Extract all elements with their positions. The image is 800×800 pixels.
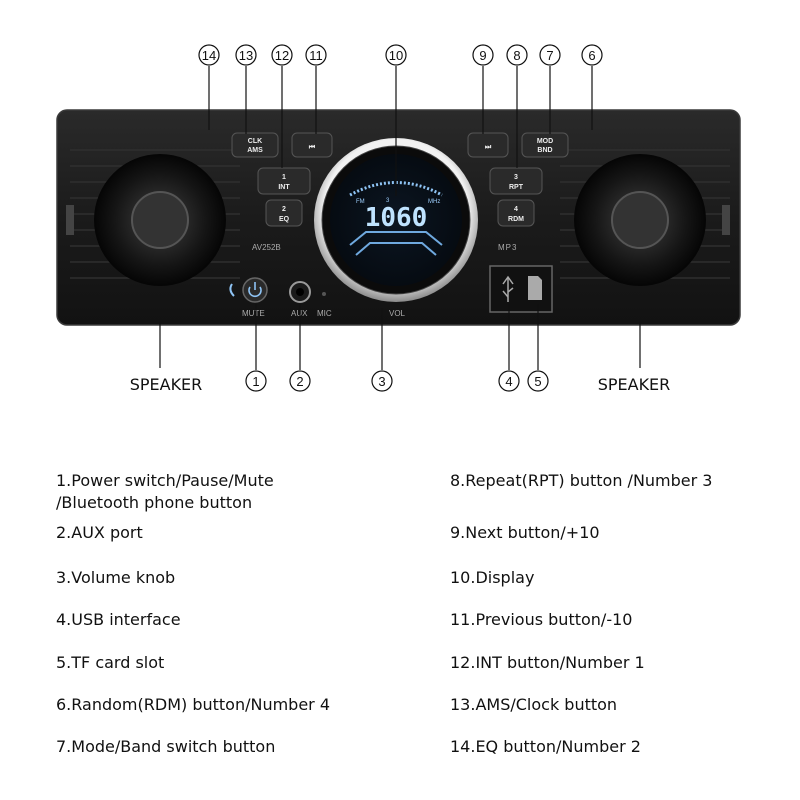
previous-icon: ⏮ — [309, 144, 316, 151]
vol-label: VOL — [389, 309, 406, 318]
legend-item-12: 12.INT button/Number 1 — [450, 653, 645, 672]
legend-item-10: 10.Display — [450, 568, 535, 587]
callout-4: 4 — [505, 374, 512, 389]
speaker-right-label: SPEAKER — [598, 375, 671, 394]
callout-6: 6 — [588, 48, 595, 63]
legend-item-1: 1.Power switch/Pause/Mute /Bluetooth pho… — [56, 471, 274, 512]
svg-text:2: 2 — [282, 206, 286, 213]
callout-12: 12 — [275, 48, 289, 63]
callout-11: 11 — [309, 48, 323, 63]
svg-text:RPT: RPT — [509, 184, 524, 191]
aux-port[interactable] — [289, 281, 311, 303]
power-icon — [248, 286, 262, 298]
legend-item-11: 11.Previous button/-10 — [450, 610, 633, 629]
svg-text:4: 4 — [514, 206, 518, 213]
legend-item-3: 3.Volume knob — [56, 568, 176, 587]
power-mute-button[interactable] — [242, 277, 268, 303]
legend-item-6: 6.Random(RDM) button/Number 4 — [56, 695, 331, 714]
callout-13: 13 — [239, 48, 253, 63]
legend-item-5: 5.TF card slot — [56, 653, 165, 672]
radio-panel: CLK AMS ⏮ 1 INT 2 EQ AV252B ⏭ MOD BND — [56, 109, 741, 326]
left-speaker-grille — [66, 149, 240, 286]
callout-5: 5 — [534, 374, 541, 389]
right-speaker-grille — [560, 149, 730, 286]
callout-9: 9 — [479, 48, 486, 63]
mute-label: MUTE — [242, 309, 265, 318]
legend-item-2: 2.AUX port — [56, 523, 143, 542]
callout-3: 3 — [378, 374, 385, 389]
rpt-button[interactable]: 3 RPT — [489, 167, 543, 195]
callouts-bottom — [159, 304, 641, 392]
legend: 1.Power switch/Pause/Mute /Bluetooth pho… — [0, 462, 800, 782]
lcd-display: FM 3 MHz 1060 — [330, 154, 462, 286]
mic-hole — [322, 292, 326, 296]
legend-item-7: 7.Mode/Band switch button — [56, 737, 276, 756]
legend-item-4: 4.USB interface — [56, 610, 181, 629]
callouts-top — [198, 44, 603, 196]
tf-card-icon[interactable] — [528, 276, 542, 300]
svg-text:MHz: MHz — [428, 199, 440, 205]
mp3-label: MP3 — [498, 243, 517, 252]
next-icon: ⏭ — [485, 144, 492, 151]
callout-7: 7 — [546, 48, 553, 63]
eq-button[interactable]: 2 EQ — [265, 199, 303, 227]
svg-text:3: 3 — [386, 198, 390, 204]
svg-text:CLK: CLK — [248, 138, 262, 145]
svg-text:EQ: EQ — [279, 216, 290, 223]
svg-text:BND: BND — [537, 147, 552, 154]
callout-numbers-bottom: 1 2 3 4 5 — [252, 374, 541, 389]
rdm-button[interactable]: 4 RDM — [497, 199, 535, 227]
svg-text:MOD: MOD — [537, 138, 553, 145]
phone-icon — [229, 283, 235, 297]
speaker-left-label: SPEAKER — [130, 375, 203, 394]
svg-text:1: 1 — [282, 174, 286, 181]
svg-text:AMS: AMS — [247, 147, 263, 154]
callout-numbers-top: 14 13 12 11 10 9 8 7 6 — [202, 48, 596, 63]
usb-icon[interactable] — [502, 275, 514, 302]
display-frequency: 1060 — [365, 203, 428, 233]
legend-item-14: 14.EQ button/Number 2 — [450, 737, 641, 756]
usb-tf-panel — [489, 265, 553, 313]
legend-item-8: 8.Repeat(RPT) button /Number 3 — [450, 471, 713, 490]
svg-text:FM: FM — [356, 199, 365, 205]
next-button[interactable]: ⏭ — [467, 132, 509, 158]
int-button[interactable]: 1 INT — [257, 167, 311, 195]
callout-8: 8 — [513, 48, 520, 63]
mic-label: MIC — [317, 309, 332, 318]
clk-ams-button[interactable]: CLK AMS — [231, 132, 279, 158]
callout-1: 1 — [252, 374, 259, 389]
model-label: AV252B — [252, 243, 281, 252]
callout-10: 10 — [389, 48, 403, 63]
svg-text:RDM: RDM — [508, 216, 524, 223]
mod-bnd-button[interactable]: MOD BND — [521, 132, 569, 158]
callout-14: 14 — [202, 48, 216, 63]
svg-text:3: 3 — [514, 174, 518, 181]
previous-button[interactable]: ⏮ — [291, 132, 333, 158]
callout-2: 2 — [296, 374, 303, 389]
svg-text:INT: INT — [278, 184, 290, 191]
legend-item-13: 13.AMS/Clock button — [450, 695, 618, 714]
legend-item-9: 9.Next button/+10 — [450, 523, 600, 542]
radio-diagram: CLK AMS ⏮ 1 INT 2 EQ AV252B ⏭ MOD BND — [56, 44, 741, 394]
